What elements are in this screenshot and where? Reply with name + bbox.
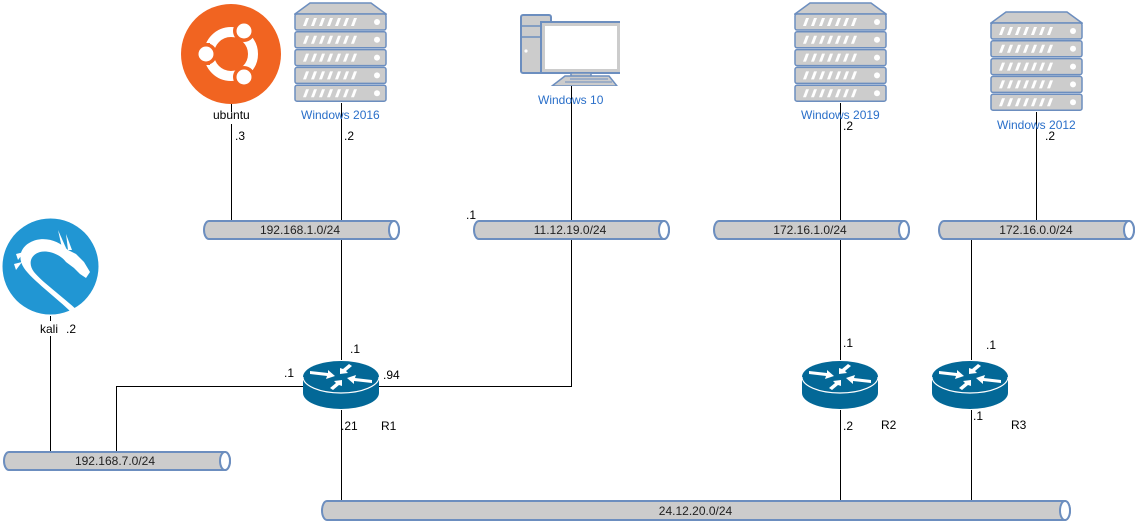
server-rack-icon xyxy=(988,11,1085,111)
bus-end-cap xyxy=(658,220,670,240)
desktop-pc-icon xyxy=(520,14,622,87)
network-label-192-168-1-0: 192.168.1.0/24 xyxy=(259,223,341,237)
network-label-24-12-20-0: 24.12.20.0/24 xyxy=(658,504,733,518)
ubuntu-host[interactable] xyxy=(180,3,282,105)
network-label-192-168-7-0: 192.168.7.0/24 xyxy=(74,454,156,468)
r1-if-top: .1 xyxy=(350,342,361,356)
router-r2[interactable] xyxy=(801,360,879,410)
r1-if-right: .94 xyxy=(383,368,400,382)
router-r3[interactable] xyxy=(931,360,1009,410)
r1-if-left: .1 xyxy=(284,366,295,380)
network-label-172-16-1-0: 172.16.1.0/24 xyxy=(773,223,847,237)
r3-if-top: .1 xyxy=(986,338,997,352)
server-rack-icon xyxy=(292,2,389,102)
r2-if-bottom: .2 xyxy=(843,419,854,433)
network-label-11-12-19-0: 11.12.19.0/24 xyxy=(533,223,607,237)
bus-end-cap xyxy=(1059,500,1071,521)
r1-label: R1 xyxy=(381,419,397,433)
r1-if-bottom: .21 xyxy=(341,419,358,433)
router-icon xyxy=(302,361,380,409)
bus-end-cap xyxy=(898,220,910,240)
r3-label: R3 xyxy=(1011,418,1027,432)
ubuntu-logo-icon xyxy=(181,4,281,104)
router-icon xyxy=(931,361,1009,409)
windows-10-label: Windows 10 xyxy=(538,93,604,107)
kali-host[interactable] xyxy=(2,218,99,315)
windows-2012-ip: .2 xyxy=(1045,129,1056,143)
router-r1[interactable] xyxy=(302,360,380,410)
router-icon xyxy=(801,361,879,409)
windows-2016-server[interactable] xyxy=(292,2,389,103)
network-label-172-16-0-0: 172.16.0.0/24 xyxy=(999,223,1073,237)
kali-dragon-icon xyxy=(2,218,99,315)
windows-10-desktop[interactable] xyxy=(520,14,622,87)
windows-10-ip: .1 xyxy=(466,208,477,222)
windows-2016-ip: .2 xyxy=(344,129,355,143)
kali-label: kali xyxy=(40,322,59,336)
windows-2019-ip: .2 xyxy=(843,119,854,133)
wire-r1-net5 xyxy=(116,386,303,451)
windows-2016-label: Windows 2016 xyxy=(301,108,380,122)
r2-label: R2 xyxy=(881,418,897,432)
server-rack-icon xyxy=(792,2,889,102)
ubuntu-label: ubuntu xyxy=(213,108,250,122)
windows-2019-label: Windows 2019 xyxy=(801,108,880,122)
wire-net2-r1 xyxy=(378,240,572,387)
bus-end-cap xyxy=(1123,220,1135,240)
r2-if-top: .1 xyxy=(843,336,854,350)
windows-2012-label: Windows 2012 xyxy=(997,118,1076,132)
r3-if-bottom: .1 xyxy=(973,409,984,423)
windows-2012-server[interactable] xyxy=(988,11,1085,112)
kali-ip: .2 xyxy=(66,322,77,336)
ubuntu-ip: .3 xyxy=(235,129,246,143)
bus-end-cap xyxy=(388,220,400,240)
bus-end-cap xyxy=(219,451,231,471)
windows-2019-server[interactable] xyxy=(792,2,889,103)
